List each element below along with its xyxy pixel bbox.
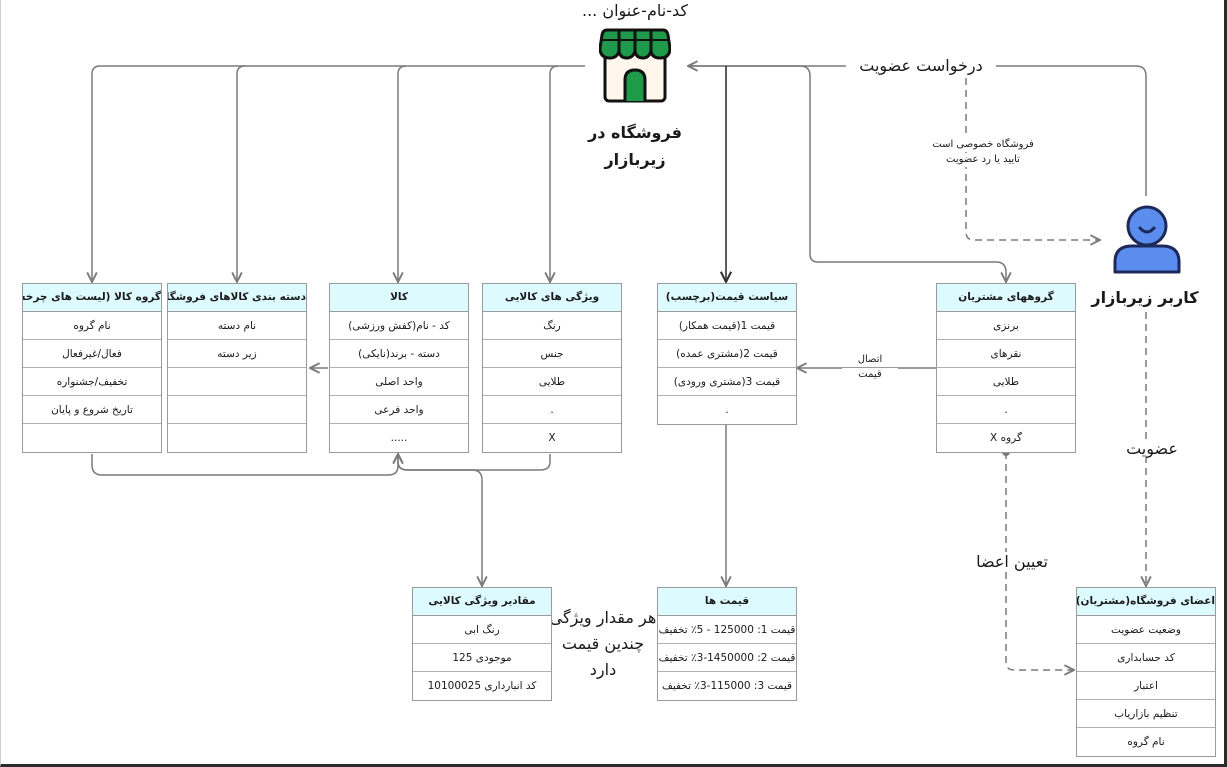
table-row: ..... [390,432,408,444]
wire-store-to-attributes [550,65,559,282]
table-header: سیاست قیمت(برچسب) [658,284,796,312]
store-top-label: کد-نام-عنوان ... [582,1,688,20]
table-header: مقادیر ویژگی کالایی [413,588,551,616]
private-store-label-line2: تایید یا رد عضویت [918,153,1048,167]
table-row: کد انبارداری 10100025 [427,680,537,692]
table-product: کالا کد - نام(کفش ورزشی) دسته - برند(نای… [329,283,469,453]
table-row [168,368,306,396]
table-row: رنگ ابی [413,616,551,644]
table-header: گروه کالا (لیست های چرخشی) [23,284,161,312]
table-prices: قیمت ها قیمت 1: 125000 - 5٪ تخفیف قیمت 2… [657,587,797,701]
table-row: طلایی [483,368,621,396]
table-row: وضعیت عضویت [1077,616,1215,644]
wire-private-approval [965,78,1100,240]
table-row: قیمت 1: 125000 - 5٪ تخفیف [658,616,796,644]
table-header: دسته بندی کالاهای فروشگاه [168,284,306,312]
table-row: قیمت 3(مشتری ورودی) [658,368,796,396]
table-row: طلایی [937,368,1075,396]
table-row: نام دسته [168,312,306,340]
wire-assign-members [1005,452,1074,670]
user-icon [1113,205,1181,274]
wire-store-to-customer-groups [688,65,1006,282]
wire-user-to-request [996,65,1147,196]
multi-price-label-line2: چندین قیمت [561,634,645,653]
table-product-group: گروه کالا (لیست های چرخشی) نام گروه فعال… [22,283,162,453]
table-row: قیمت 1(قیمت همکار) [658,312,796,340]
table-row: فعال/غیرفعال [23,340,161,368]
table-row [168,424,306,452]
table-row [168,396,306,424]
table-row: تنظیم بازاریاب [1077,700,1215,728]
table-row: . [937,396,1075,424]
table-store-category: دسته بندی کالاهای فروشگاه نام دسته زیر د… [167,283,307,453]
table-header: قیمت ها [658,588,796,616]
assign-members-label: تعیین اعضا [958,552,1066,571]
store-title-line1: فروشگاه در [588,123,682,142]
table-header: گروههای مشتریان [937,284,1075,312]
membership-label: عضویت [1106,439,1198,458]
wire-group-to-product [91,454,398,476]
multi-price-label-line1: هر مقدار ویژگی [549,608,657,627]
table-row: دسته - برند(نایکی) [330,340,468,368]
table-row: جنس [483,340,621,368]
table-row: X [548,432,556,444]
table-attribute-values: مقادیر ویژگی کالایی رنگ ابی موجودی 125 ک… [412,587,552,701]
wire-store-to-category [237,65,246,282]
wire-to-attribute-values [397,461,482,586]
user-label: کاربر زیربازار [1091,288,1199,307]
table-row: اعتبار [1077,672,1215,700]
table-product-attributes: ویژگی های کالایی رنگ جنس طلایی . X [482,283,622,453]
table-header: کالا [330,284,468,312]
multi-price-label-line3: دارد [589,660,617,679]
table-row: زیر دسته [168,340,306,368]
table-store-members: اعضای فروشگاه(مشتریان) وضعیت عضویت کد حس… [1076,587,1216,757]
table-row: قیمت 2: 1450000-3٪ تخفیف [658,644,796,672]
table-row: واحد اصلی [330,368,468,396]
table-row: تخفیف/جشنواره [23,368,161,396]
table-row: گروه X [990,432,1022,444]
price-link-label-line2: قیمت [842,368,898,382]
table-row: قیمت 2(مشتری عمده) [658,340,796,368]
table-row: موجودی 125 [413,644,551,672]
table-header: ویژگی های کالایی [483,284,621,312]
store-icon [599,28,671,103]
table-row: کد حسابداری [1077,644,1215,672]
store-title-line2: زیربازار [604,150,666,169]
table-row: نام گروه [1127,736,1165,748]
table-price-policy: سیاست قیمت(برچسب) قیمت 1(قیمت همکار) قیم… [657,283,797,425]
table-row: نام گروه [23,312,161,340]
price-link-label-line1: اتصال [842,353,898,367]
table-customer-groups: گروههای مشتریان برنزی نقرهای طلایی . گرو… [936,283,1076,453]
table-row: رنگ [483,312,621,340]
table-row: قیمت 3: 115000-3٪ تخفیف [661,680,793,692]
table-row: . [483,396,621,424]
table-row: . [725,404,729,416]
table-row: واحد فرعی [330,396,468,424]
table-row: تاریخ شروع و پایان [23,396,161,424]
table-row: برنزی [937,312,1075,340]
table-header: اعضای فروشگاه(مشتریان) [1077,588,1215,616]
private-store-label-line1: فروشگاه خصوصی است [918,138,1048,152]
wire-store-to-product [398,65,407,282]
wire-attributes-to-product [398,454,551,471]
membership-request-label: درخواست عضویت [846,56,996,75]
table-row [23,424,161,452]
table-row: کد - نام(کفش ورزشی) [330,312,468,340]
table-row: نقرهای [937,340,1075,368]
wire-store-to-product-group [92,65,585,282]
